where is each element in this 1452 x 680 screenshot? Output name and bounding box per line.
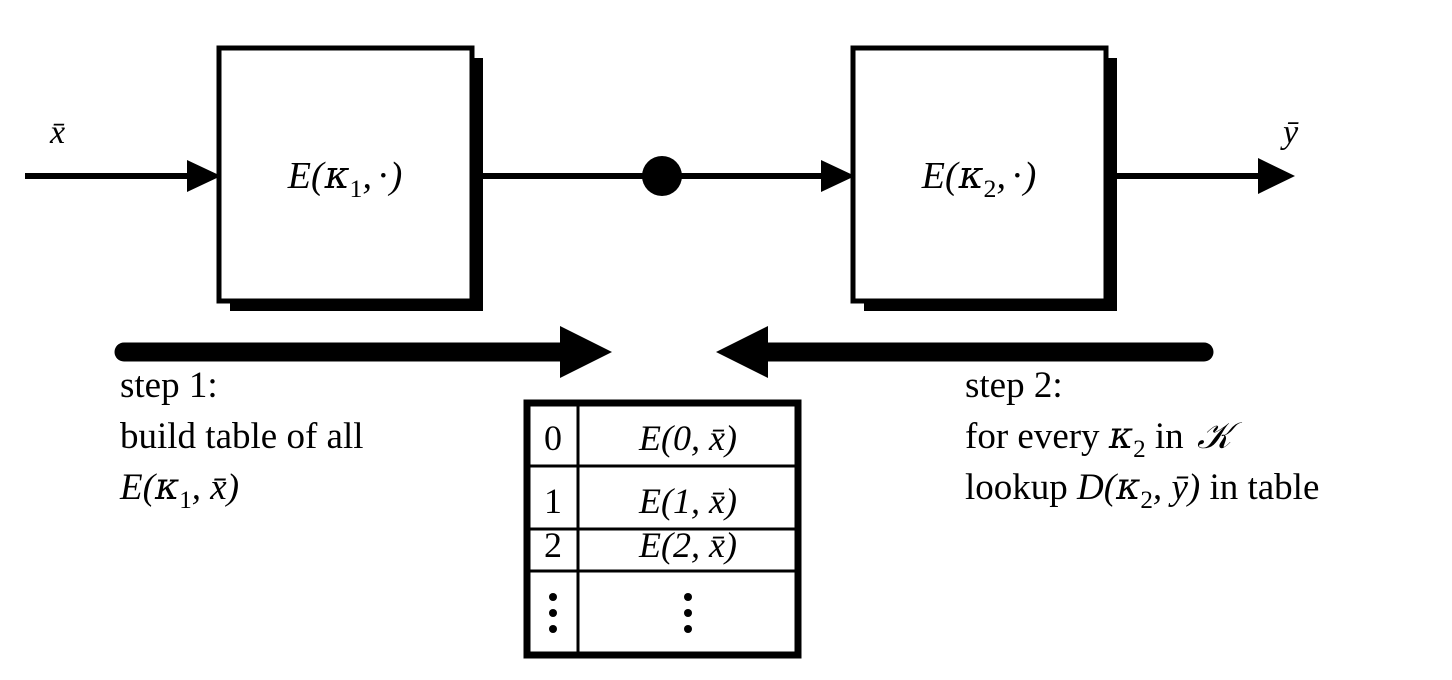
- encrypt-block-2-label: E(𝜅2,·): [921, 153, 1037, 203]
- table-cell-value-ellipsis-icon: [684, 593, 692, 633]
- input-label: x̄: [49, 114, 65, 151]
- lookup-table-hit[interactable]: [527, 403, 798, 655]
- step-2-line-3: lookup D(𝜅2, ȳ) in table: [965, 465, 1319, 514]
- encrypt-block-2-hit[interactable]: [853, 48, 1117, 312]
- step-1-line-3: E(𝜅1, x̄): [119, 465, 239, 514]
- step-2-text: step 2: for every 𝜅2 in 𝒦 lookup D(𝜅2, y…: [965, 365, 1319, 514]
- output-arrowhead-icon: [1258, 158, 1295, 194]
- table-cell-index-ellipsis-icon: [549, 593, 557, 633]
- encrypt-block-1[interactable]: E(𝜅1,·): [216, 45, 483, 311]
- table-cell-index: 2: [544, 525, 562, 565]
- table-cell-value: E(1, x̄): [638, 481, 737, 521]
- step-2-arrow: [716, 326, 1214, 378]
- input-wire: [25, 160, 221, 192]
- middle-arrowhead-icon: [821, 160, 855, 192]
- step-2-line-2: for every 𝜅2 in 𝒦: [965, 414, 1243, 463]
- table-row: [549, 593, 692, 633]
- table-cell-index: 1: [544, 481, 562, 521]
- step-1-arrowhead-icon: [560, 326, 612, 378]
- table-cell-index: 0: [544, 418, 562, 458]
- table-row: 1 E(1, x̄): [544, 481, 737, 521]
- table-row: 0 E(0, x̄): [544, 418, 737, 458]
- table-cell-value: E(0, x̄): [638, 418, 737, 458]
- output-label: ȳ: [1280, 114, 1299, 151]
- step-1-arrow: [114, 326, 612, 378]
- output-wire: [1106, 158, 1295, 194]
- lookup-table[interactable]: 0 E(0, x̄) 1 E(1, x̄) 2 E(2, x̄): [523, 399, 802, 659]
- encrypt-block-1-hit[interactable]: [219, 48, 483, 312]
- table-row: 2 E(2, x̄): [544, 525, 737, 565]
- table-cell-value: E(2, x̄): [638, 525, 737, 565]
- step-1-line-1: step 1:: [120, 365, 218, 406]
- encrypt-block-1-body: [216, 45, 475, 304]
- encrypt-block-2[interactable]: E(𝜅2,·): [850, 45, 1117, 311]
- step-1-line-2: build table of all: [120, 416, 364, 457]
- encrypt-block-2-body: [850, 45, 1109, 304]
- step-1-text: step 1: build table of all E(𝜅1, x̄): [119, 365, 364, 514]
- step-2-arrowhead-icon: [716, 326, 768, 378]
- input-arrowhead-icon: [187, 160, 221, 192]
- middle-wire: [472, 156, 855, 196]
- encrypt-block-1-label: E(𝜅1,·): [287, 153, 403, 203]
- step-2-line-1: step 2:: [965, 365, 1063, 406]
- junction-dot-icon: [642, 156, 682, 196]
